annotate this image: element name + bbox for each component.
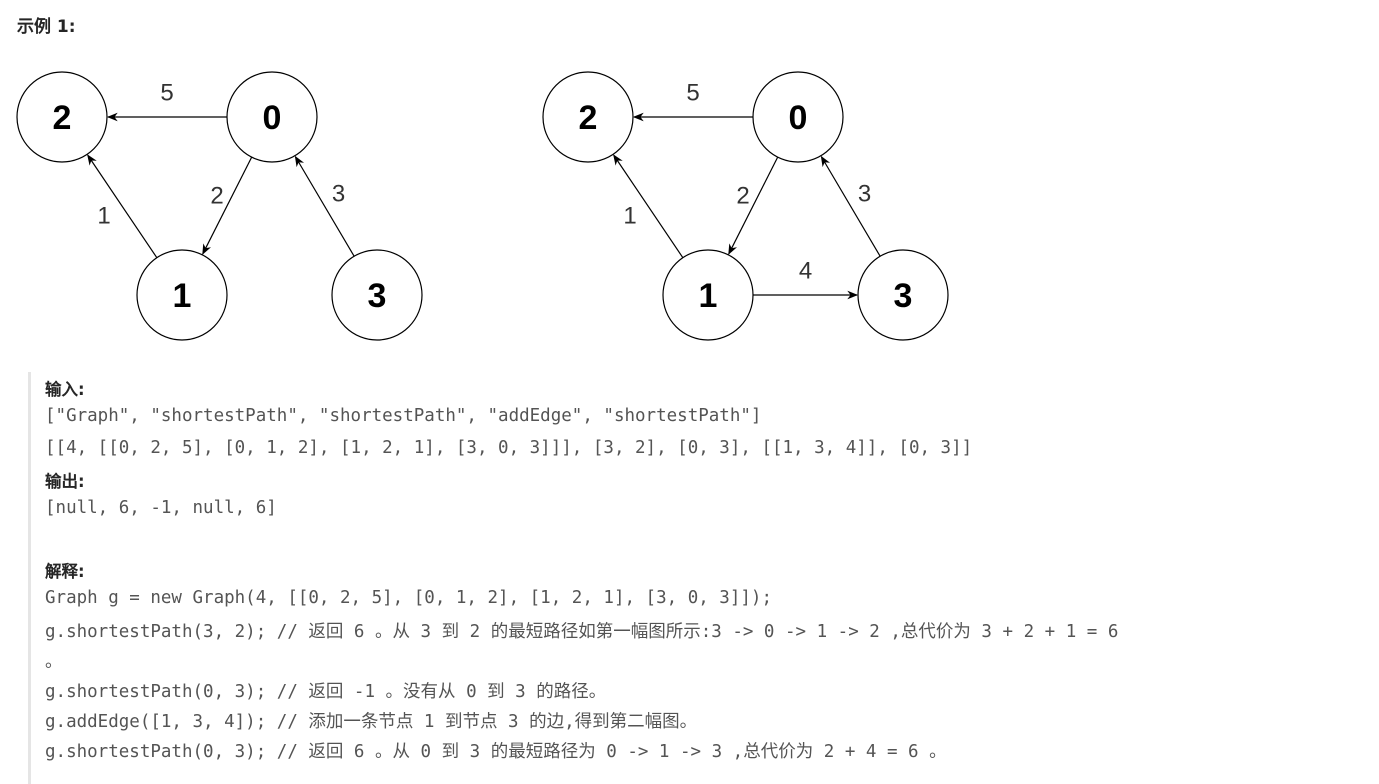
node-1: 1: [136, 249, 228, 341]
node-3: 3: [857, 249, 949, 341]
node-label: 2: [579, 99, 598, 137]
explanation-label: 解释:: [45, 562, 85, 581]
edge-weight-0-2: 5: [160, 80, 173, 107]
example-title: 示例 1:: [17, 17, 76, 37]
edge-0-to-1: [728, 156, 779, 255]
node-1: 1: [662, 249, 754, 341]
node-label: 0: [263, 99, 282, 137]
edge-weight-3-0: 3: [858, 181, 871, 208]
graph-diagram-2: 5 2 1 3 4 2 0 1 3: [536, 60, 976, 350]
explanation-line-2: g.shortestPath(3, 2); // 返回 6 。从 3 到 2 的…: [45, 622, 1119, 642]
edge-weight-0-1: 2: [736, 183, 749, 210]
node-circle: [857, 249, 949, 341]
node-0: 0: [226, 71, 318, 163]
edge-1-to-2: [613, 154, 684, 259]
edge-3-to-0: [820, 155, 881, 257]
node-label: 2: [53, 99, 72, 137]
node-circle: [752, 71, 844, 163]
edge-0-to-1: [202, 156, 253, 255]
output-label: 输出:: [45, 472, 85, 491]
node-0: 0: [752, 71, 844, 163]
node-circle: [136, 249, 228, 341]
edge-weight-1-2: 1: [623, 203, 636, 230]
node-label: 3: [894, 277, 913, 315]
node-circle: [542, 71, 634, 163]
node-label: 1: [173, 277, 192, 315]
node-2: 2: [16, 71, 108, 163]
example-block: 输入: ["Graph", "shortestPath", "shortestP…: [28, 372, 1368, 784]
explanation-line-6: g.shortestPath(0, 3); // 返回 6 。从 0 到 3 的…: [45, 742, 947, 762]
edge-weight-0-1: 2: [210, 183, 223, 210]
node-2: 2: [542, 71, 634, 163]
explanation-line-4: g.shortestPath(0, 3); // 返回 -1 。没有从 0 到 …: [45, 682, 607, 702]
node-label: 1: [699, 277, 718, 315]
node-3: 3: [331, 249, 423, 341]
graph-1-svg: 5 2 1 3 2 0 1 3: [16, 71, 423, 341]
node-circle: [662, 249, 754, 341]
input-line-2: [[4, [[0, 2, 5], [0, 1, 2], [1, 2, 1], […: [45, 438, 973, 458]
edge-weight-1-2: 1: [97, 203, 110, 230]
input-line-1: ["Graph", "shortestPath", "shortestPath"…: [45, 406, 762, 426]
node-label: 0: [789, 99, 808, 137]
output-line: [null, 6, -1, null, 6]: [45, 498, 277, 518]
node-circle: [16, 71, 108, 163]
node-label: 3: [368, 277, 387, 315]
edge-weight-1-3: 4: [799, 258, 812, 285]
graph-diagram-1: 5 2 1 3 2 0 1 3: [10, 60, 450, 350]
edge-weight-0-2: 5: [686, 80, 699, 107]
input-label: 输入:: [45, 380, 85, 399]
edge-3-to-0: [294, 155, 355, 257]
node-circle: [226, 71, 318, 163]
node-circle: [331, 249, 423, 341]
edge-1-to-2: [87, 154, 158, 259]
explanation-line-5: g.addEdge([1, 3, 4]); // 添加一条节点 1 到节点 3 …: [45, 712, 698, 732]
explanation-line-1: Graph g = new Graph(4, [[0, 2, 5], [0, 1…: [45, 588, 772, 608]
edge-weight-3-0: 3: [332, 181, 345, 208]
explanation-line-3: 。: [45, 652, 63, 672]
graph-2-svg: 5 2 1 3 4 2 0 1 3: [542, 71, 949, 341]
